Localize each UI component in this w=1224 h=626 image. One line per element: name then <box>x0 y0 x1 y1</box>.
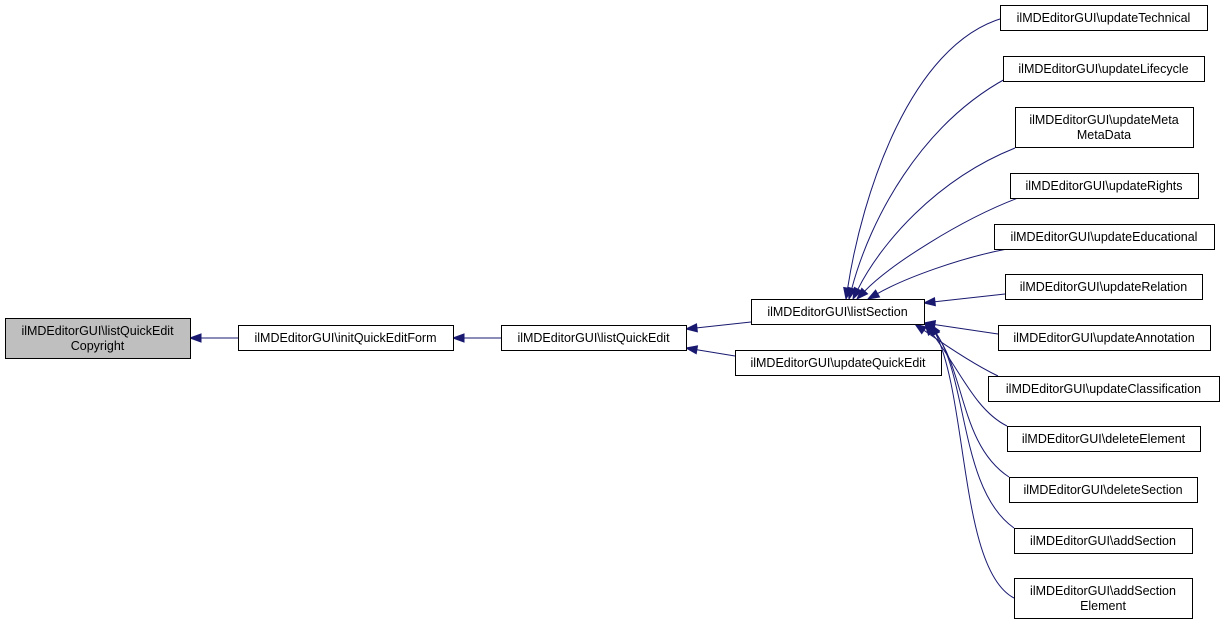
node-label: ilMDEditorGUI\updateRights <box>1025 179 1182 193</box>
node-box <box>5 318 191 359</box>
node-box <box>751 299 925 325</box>
node-box <box>1015 107 1194 148</box>
edge-updateClassification-to-listSection <box>913 323 999 377</box>
arrowhead <box>852 286 863 301</box>
node-updateLifecycle[interactable]: ilMDEditorGUI\updateLifecycle <box>1003 56 1205 82</box>
node-updateQuickEdit[interactable]: ilMDEditorGUI\updateQuickEdit <box>735 350 942 376</box>
edge-line <box>934 293 1006 303</box>
node-box <box>1014 578 1193 619</box>
node-initQuickEditForm[interactable]: ilMDEditorGUI\initQuickEditForm <box>238 325 454 351</box>
arrowhead <box>866 289 881 300</box>
node-label: ilMDEditorGUI\listQuickEdit <box>517 331 670 345</box>
node-label: ilMDEditorGUI\updateAnnotation <box>1013 331 1194 345</box>
node-deleteSection[interactable]: ilMDEditorGUI\deleteSection <box>1009 477 1198 503</box>
node-label: ilMDEditorGUI\updateClassification <box>1006 382 1201 396</box>
edge-line <box>847 17 1004 289</box>
node-updateRights[interactable]: ilMDEditorGUI\updateRights <box>1010 173 1199 199</box>
edge-initQuickEditForm-to-root <box>188 333 238 343</box>
node-label: ilMDEditorGUI\deleteSection <box>1023 483 1182 497</box>
node-updateAnnotation[interactable]: ilMDEditorGUI\updateAnnotation <box>998 325 1211 351</box>
node-label: MetaData <box>1077 128 1131 142</box>
edge-updateRelation-to-listSection <box>922 293 1006 307</box>
node-label: ilMDEditorGUI\deleteElement <box>1022 432 1186 446</box>
nodes-layer: ilMDEditorGUI\listQuickEditCopyrightilMD… <box>5 5 1220 619</box>
node-label: ilMDEditorGUI\updateTechnical <box>1017 11 1191 25</box>
edge-listQuickEdit-to-initQuickEditForm <box>451 333 501 343</box>
node-box <box>501 325 687 351</box>
node-label: ilMDEditorGUI\updateQuickEdit <box>750 356 926 370</box>
node-listQuickEdit[interactable]: ilMDEditorGUI\listQuickEdit <box>501 325 687 351</box>
node-label: ilMDEditorGUI\listSection <box>767 305 907 319</box>
node-label: ilMDEditorGUI\updateMeta <box>1029 113 1178 127</box>
node-updateEducational[interactable]: ilMDEditorGUI\updateEducational <box>994 224 1215 250</box>
node-label: ilMDEditorGUI\updateEducational <box>1011 230 1198 244</box>
arrowhead <box>451 333 465 343</box>
node-box <box>238 325 454 351</box>
edge-line <box>934 324 999 335</box>
edge-updateQuickEdit-to-listQuickEdit <box>684 345 736 357</box>
arrowhead <box>855 287 869 301</box>
edge-line <box>857 147 1016 290</box>
node-box <box>1009 477 1198 503</box>
edge-listSection-to-listQuickEdit <box>684 321 752 333</box>
node-box <box>1014 528 1193 554</box>
edge-updateRights-to-listSection <box>855 197 1019 301</box>
edge-line <box>864 197 1019 292</box>
node-box <box>988 376 1220 402</box>
edge-updateTechnical-to-listSection <box>843 17 1004 301</box>
edge-updateMetaMetaData-to-listSection <box>852 147 1016 301</box>
node-box <box>1010 173 1199 199</box>
edges-layer <box>188 17 1019 599</box>
node-box <box>1003 56 1205 82</box>
edge-line <box>877 248 1008 295</box>
node-label: ilMDEditorGUI\updateRelation <box>1020 280 1187 294</box>
arrowhead <box>684 345 699 355</box>
node-updateClassification[interactable]: ilMDEditorGUI\updateClassification <box>988 376 1220 402</box>
arrowhead <box>922 297 936 307</box>
node-addSection[interactable]: ilMDEditorGUI\addSection <box>1014 528 1193 554</box>
edge-line <box>696 349 736 357</box>
node-label: ilMDEditorGUI\addSection <box>1030 534 1176 548</box>
node-label: Copyright <box>71 339 125 353</box>
edge-line <box>923 329 999 377</box>
node-label: ilMDEditorGUI\updateLifecycle <box>1018 62 1188 76</box>
node-updateTechnical[interactable]: ilMDEditorGUI\updateTechnical <box>1000 5 1208 31</box>
node-box <box>1007 426 1201 452</box>
edge-line <box>696 321 752 329</box>
edge-updateEducational-to-listSection <box>866 248 1008 300</box>
edge-line <box>935 333 1015 599</box>
node-box <box>1000 5 1208 31</box>
edge-line <box>851 77 1008 289</box>
edge-addSectionElement-to-listSection <box>930 322 1015 599</box>
node-label: ilMDEditorGUI\initQuickEditForm <box>255 331 437 345</box>
node-deleteElement[interactable]: ilMDEditorGUI\deleteElement <box>1007 426 1201 452</box>
node-label: Element <box>1080 599 1126 613</box>
node-box <box>1005 274 1203 300</box>
arrowhead <box>684 323 698 333</box>
arrowhead <box>913 323 928 335</box>
node-listSection[interactable]: ilMDEditorGUI\listSection <box>751 299 925 325</box>
node-box <box>994 224 1215 250</box>
arrowhead <box>188 333 202 343</box>
node-label: ilMDEditorGUI\addSection <box>1030 584 1176 598</box>
node-updateRelation[interactable]: ilMDEditorGUI\updateRelation <box>1005 274 1203 300</box>
edge-line <box>935 332 1015 529</box>
node-label: ilMDEditorGUI\listQuickEdit <box>21 324 174 338</box>
node-box <box>735 350 942 376</box>
node-box <box>998 325 1211 351</box>
arrowhead <box>930 322 941 337</box>
